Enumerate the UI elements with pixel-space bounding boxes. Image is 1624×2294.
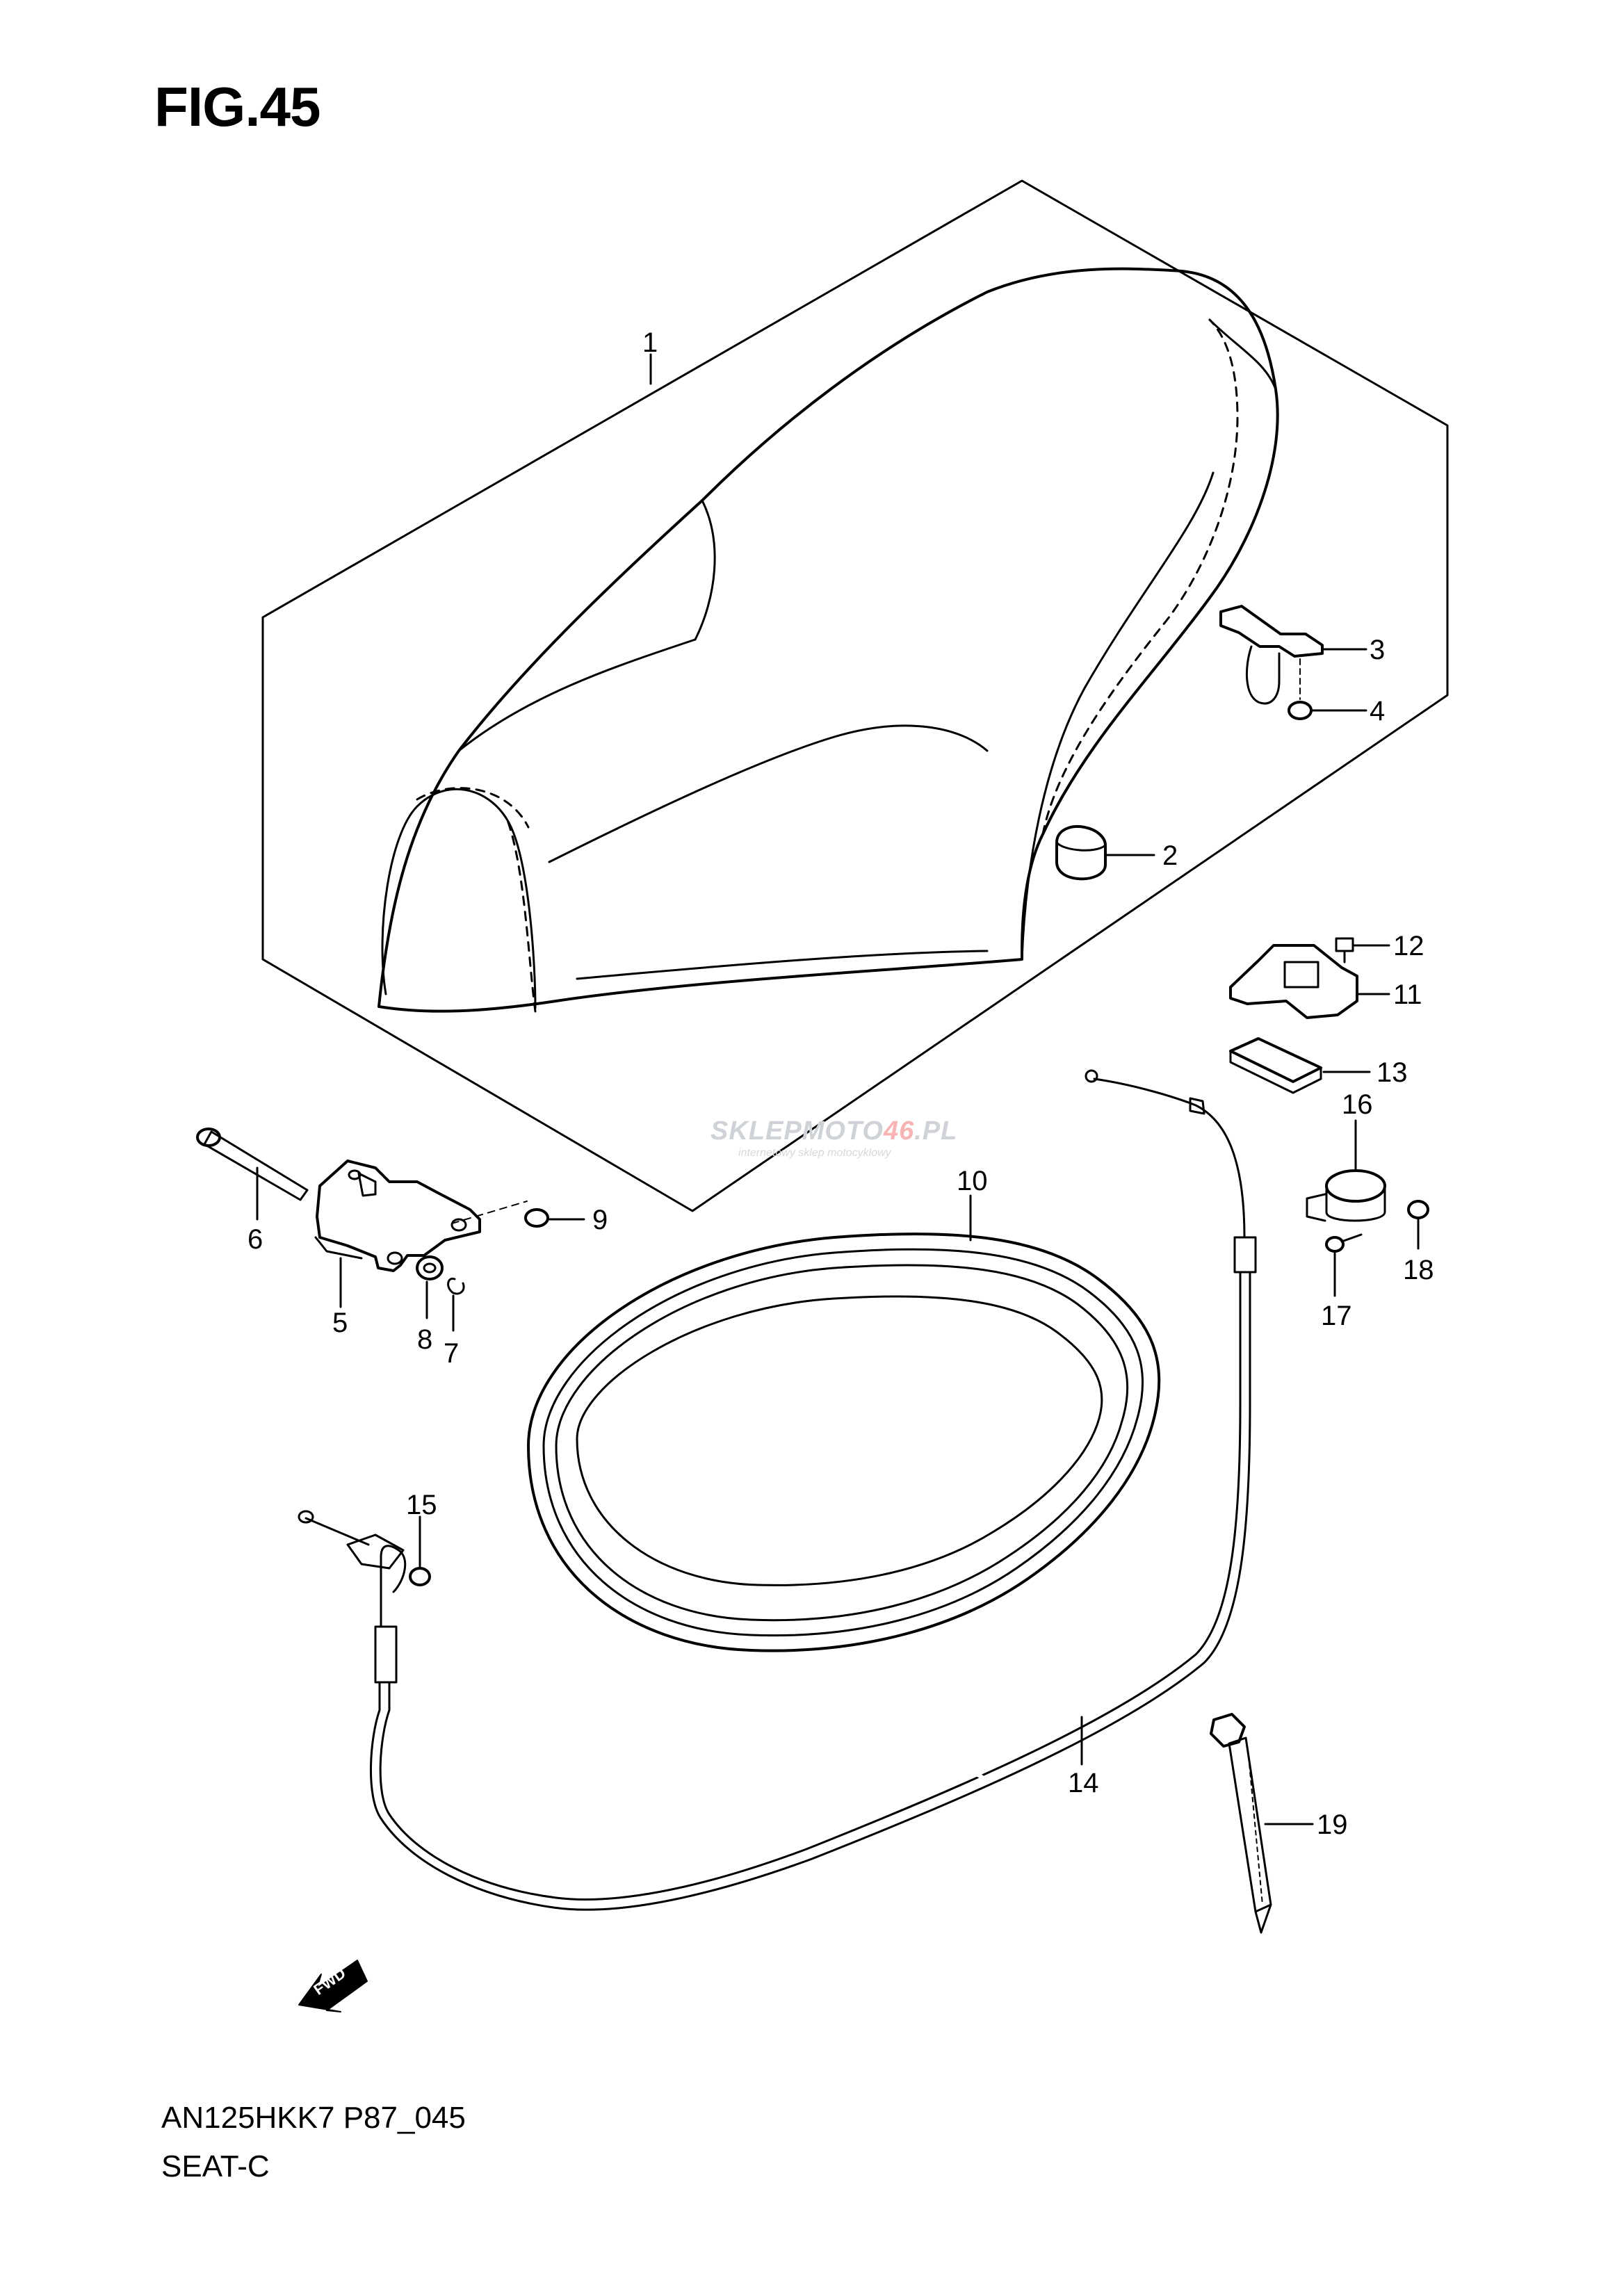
part-seat: [377, 267, 1279, 1013]
callout-4: 4: [1370, 696, 1385, 726]
part-long-bolt: [196, 1128, 309, 1221]
fwd-arrow-icon: [298, 1960, 368, 2012]
watermark-brand: SKLEPMOTO46.PL: [710, 1116, 957, 1146]
callout-15: 15: [406, 1490, 437, 1520]
callout-12: 12: [1393, 931, 1424, 961]
section-name: SEAT-C: [161, 2149, 270, 2183]
part-cable-tie: [1210, 1713, 1314, 1934]
callout-2: 2: [1162, 840, 1178, 871]
part-nut-9: [451, 1201, 585, 1228]
callout-14: 14: [1068, 1768, 1099, 1798]
watermark-main: SKLEPMOTO: [710, 1116, 884, 1146]
part-seat-lock: [1229, 944, 1390, 1019]
part-nut-18: [1407, 1200, 1429, 1250]
part-seat-lock-cable: [298, 1069, 1257, 1911]
part-screw-17: [1325, 1233, 1363, 1297]
callout-13: 13: [1377, 1057, 1408, 1088]
assembly-boundary: [261, 179, 1449, 1212]
callout-5: 5: [332, 1308, 348, 1338]
part-clip-7: [447, 1277, 465, 1332]
part-bolt-15: [409, 1515, 431, 1586]
part-hook-bracket: [1219, 605, 1367, 705]
part-seal-ring: [527, 1194, 1161, 1652]
part-bolt-12: [1335, 937, 1390, 963]
callout-9: 9: [592, 1205, 608, 1235]
callout-6: 6: [247, 1224, 263, 1255]
part-pad-13: [1229, 1037, 1371, 1094]
part-clamp: [1306, 1119, 1386, 1222]
watermark-tagline: internetowy sklep motocyklowy: [738, 1147, 891, 1159]
part-seat-bracket: [314, 1160, 481, 1308]
model-code: AN125HKK7 P87_045: [161, 2101, 466, 2135]
callout-18: 18: [1403, 1255, 1434, 1285]
part-washer-8: [416, 1255, 444, 1319]
figure-title: FIG.45: [154, 76, 321, 138]
callout-3: 3: [1370, 635, 1385, 665]
callout-16: 16: [1342, 1089, 1373, 1120]
part-nut-4: [1288, 658, 1367, 720]
callout-11: 11: [1393, 979, 1422, 1010]
callout-8: 8: [417, 1324, 432, 1355]
callout-17: 17: [1321, 1301, 1352, 1331]
callout-10: 10: [957, 1166, 988, 1196]
callout-19: 19: [1317, 1809, 1348, 1840]
callout-labels: 1 2 3 4 5 6 7 8 9 10 11 12 13 14 15 16 1…: [247, 327, 1434, 1999]
watermark-suffix: .PL: [914, 1116, 958, 1146]
watermark-accent: 46: [884, 1116, 915, 1146]
callout-1: 1: [642, 327, 658, 358]
part-cushion: [1055, 825, 1155, 881]
callout-7: 7: [444, 1338, 459, 1369]
